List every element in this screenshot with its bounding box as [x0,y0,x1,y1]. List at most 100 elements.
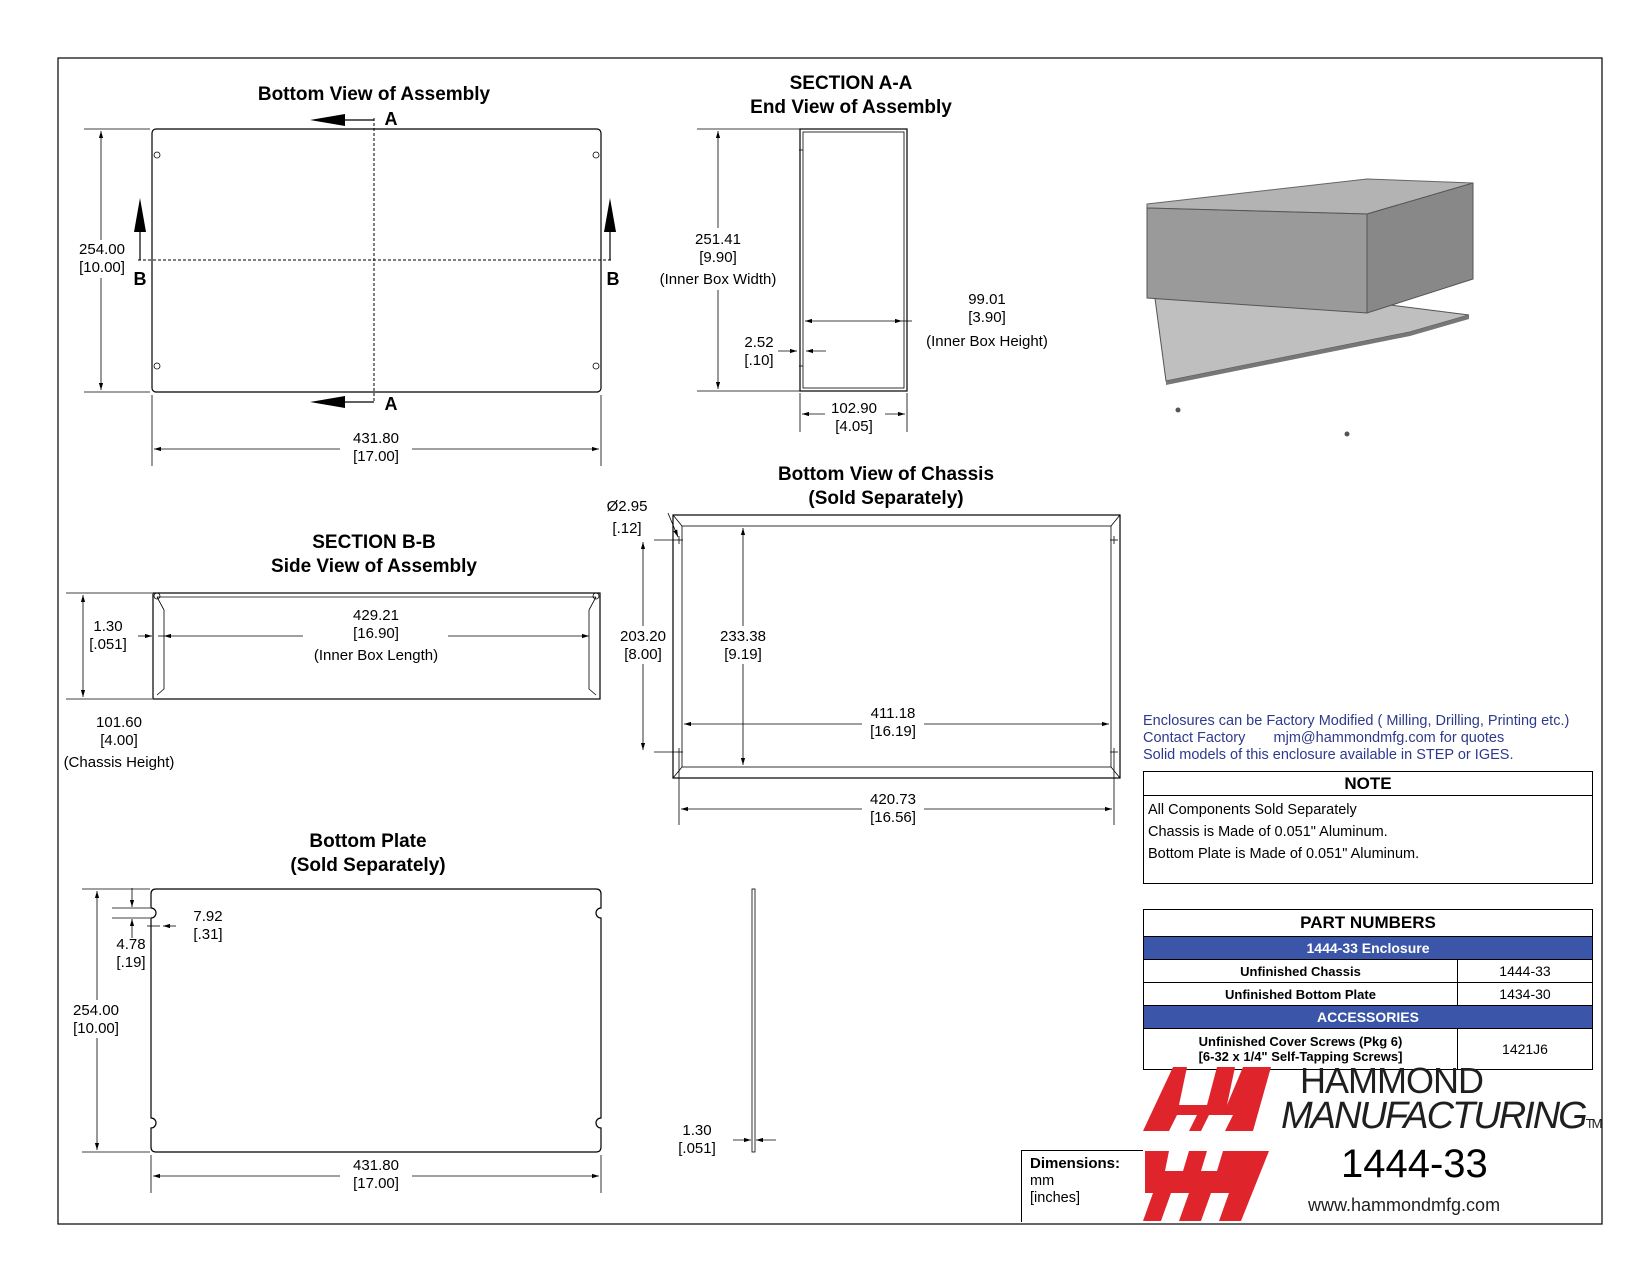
view-title: Bottom View of Chassis [778,464,994,485]
dim-w1-mm: 411.18 [871,705,916,722]
dim-w1-in: [16.19] [870,723,916,740]
dim-w2-mm: 420.73 [870,791,916,808]
contact-label: Contact Factory [1143,730,1246,746]
acc-name-line: [6-32 x 1/4" Self-Tapping Screws] [1198,1049,1403,1064]
part-number: 1434-30 [1457,982,1593,1006]
dim-wall-in: [.10] [744,352,773,369]
bottom-view-assembly: Bottom View of Assembly A A B B 254.00 [… [70,84,620,466]
dim-h2-in: [9.19] [724,646,762,663]
acc-name-line: Unfinished Cover Screws (Pkg 6) [1198,1034,1403,1049]
dim-width-in: [17.00] [353,448,399,465]
trademark: TM [1585,1116,1603,1131]
note-header: NOTE [1144,772,1592,796]
dim-plate-thick-in: [.051] [678,1140,716,1157]
note-box: NOTE All Components Sold Separately Chas… [1143,771,1593,884]
dimensions-unit-mm: mm [1030,1173,1055,1189]
isometric-illustration [1146,178,1474,437]
dim-hole-in: [.12] [612,520,641,537]
brand-name-line2: MANUFACTURINGTM [1281,1095,1603,1138]
sheet-border [57,57,1603,1225]
bottom-view-chassis: Bottom View of Chassis (Sold Separately)… [607,464,1121,827]
dim-notch-w-in: [.31] [193,926,222,943]
view-title: SECTION A-A [790,73,913,94]
dim-w2-in: [16.56] [870,809,916,826]
view-title: Bottom View of Assembly [258,84,491,105]
section-a-label: A [385,109,398,129]
dim-notch-h-mm: 4.78 [116,936,145,953]
group-header: 1444-33 Enclosure [1143,936,1593,960]
part-name: Unfinished Bottom Plate [1143,982,1458,1006]
hammond-logo-icon [1143,1067,1271,1221]
view-subtitle: End View of Assembly [750,97,952,118]
view-subtitle: (Sold Separately) [290,855,445,876]
dim-height-in: [10.00] [79,259,125,276]
contact-email: mjm@hammondmfg.com for quotes [1273,730,1505,746]
view-title: SECTION B-B [312,532,436,553]
dim-hole-mm: Ø2.95 [607,498,648,515]
section-aa-view: SECTION A-A End View of Assembly 251.41 … [650,73,1048,435]
dim-h1-in: [8.00] [624,646,662,663]
dim-plate-height-mm: 254.00 [73,1002,119,1019]
note-line: Chassis is Made of 0.051" Aluminum. [1148,824,1388,840]
part-name: Unfinished Chassis [1143,959,1458,983]
section-a-label: A [385,394,398,414]
section-b-label: B [134,269,147,289]
dim-chassis-height-in: [4.00] [100,732,138,749]
group-header: ACCESSORIES [1143,1005,1593,1029]
table-row: Unfinished Cover Screws (Pkg 6)[6-32 x 1… [1143,1028,1593,1070]
info-line: Enclosures can be Factory Modified ( Mil… [1143,713,1570,729]
dim-inner-width-label: (Inner Box Width) [660,271,777,288]
info-block: Enclosures can be Factory Modified ( Mil… [1143,713,1569,764]
dim-wall-mm: 2.52 [744,334,773,351]
bottom-plate-view: Bottom Plate (Sold Separately) 7.92 [.31… [66,831,776,1193]
dimensions-key: Dimensions: mm [inches] [1021,1150,1143,1222]
dim-notch-h-in: [.19] [116,954,145,971]
dim-outer-in: [4.05] [835,418,873,435]
dim-plate-height-in: [10.00] [73,1020,119,1037]
dim-inner-height-in: [3.90] [968,309,1006,326]
part-number: 1421J6 [1457,1028,1593,1070]
dim-plate-width-in: [17.00] [353,1175,399,1192]
section-bb-view: SECTION B-B Side View of Assembly 429.21… [64,532,601,771]
note-line: All Components Sold Separately [1148,802,1357,818]
info-line: Contact Factory mjm@hammondmfg.com for q… [1143,730,1569,747]
part-number: 1444-33 [1457,959,1593,983]
dim-plate-width-mm: 431.80 [353,1157,399,1174]
dimensions-unit-in: [inches] [1030,1190,1080,1206]
dim-inner-height-label: (Inner Box Height) [926,333,1048,350]
view-subtitle: (Sold Separately) [808,488,963,509]
title-block: HAMMOND MANUFACTURINGTM 1444-33 www.hamm… [1143,1060,1602,1222]
dim-h2-mm: 233.38 [720,628,766,645]
part-numbers-table: PART NUMBERS 1444-33 Enclosure Unfinishe… [1143,909,1593,1070]
dimensions-label: Dimensions: [1030,1155,1121,1172]
view-title: Bottom Plate [309,831,426,852]
website-link[interactable]: www.hammondmfg.com [1308,1195,1501,1215]
dim-thick-mm: 1.30 [93,618,122,635]
dim-height-mm: 254.00 [79,241,125,258]
dim-chassis-height-label: (Chassis Height) [64,754,175,771]
note-line: Bottom Plate is Made of 0.051" Aluminum. [1148,846,1420,862]
dim-plate-thick-mm: 1.30 [682,1122,711,1139]
section-b-label: B [607,269,620,289]
dim-inner-len-in: [16.90] [353,625,399,642]
part-name: Unfinished Cover Screws (Pkg 6)[6-32 x 1… [1143,1028,1458,1070]
dim-inner-len-label: (Inner Box Length) [314,647,438,664]
dim-h1-mm: 203.20 [620,628,666,645]
model-number: 1444-33 [1341,1142,1488,1186]
dim-thick-in: [.051] [89,636,127,653]
dim-inner-len-mm: 429.21 [353,607,399,624]
view-subtitle: Side View of Assembly [271,556,477,577]
dim-chassis-height-mm: 101.60 [96,714,142,731]
dim-inner-height-mm: 99.01 [968,291,1006,308]
dim-inner-width-in: [9.90] [699,249,737,266]
info-line: Solid models of this enclosure available… [1143,747,1514,763]
part-numbers-header: PART NUMBERS [1143,909,1593,937]
brand-name-line2-text: MANUFACTURING [1281,1095,1588,1137]
dim-outer-mm: 102.90 [831,400,877,417]
dim-width-mm: 431.80 [353,430,399,447]
dim-notch-w-mm: 7.92 [193,908,222,925]
brand-name-line1: HAMMOND [1300,1060,1484,1101]
